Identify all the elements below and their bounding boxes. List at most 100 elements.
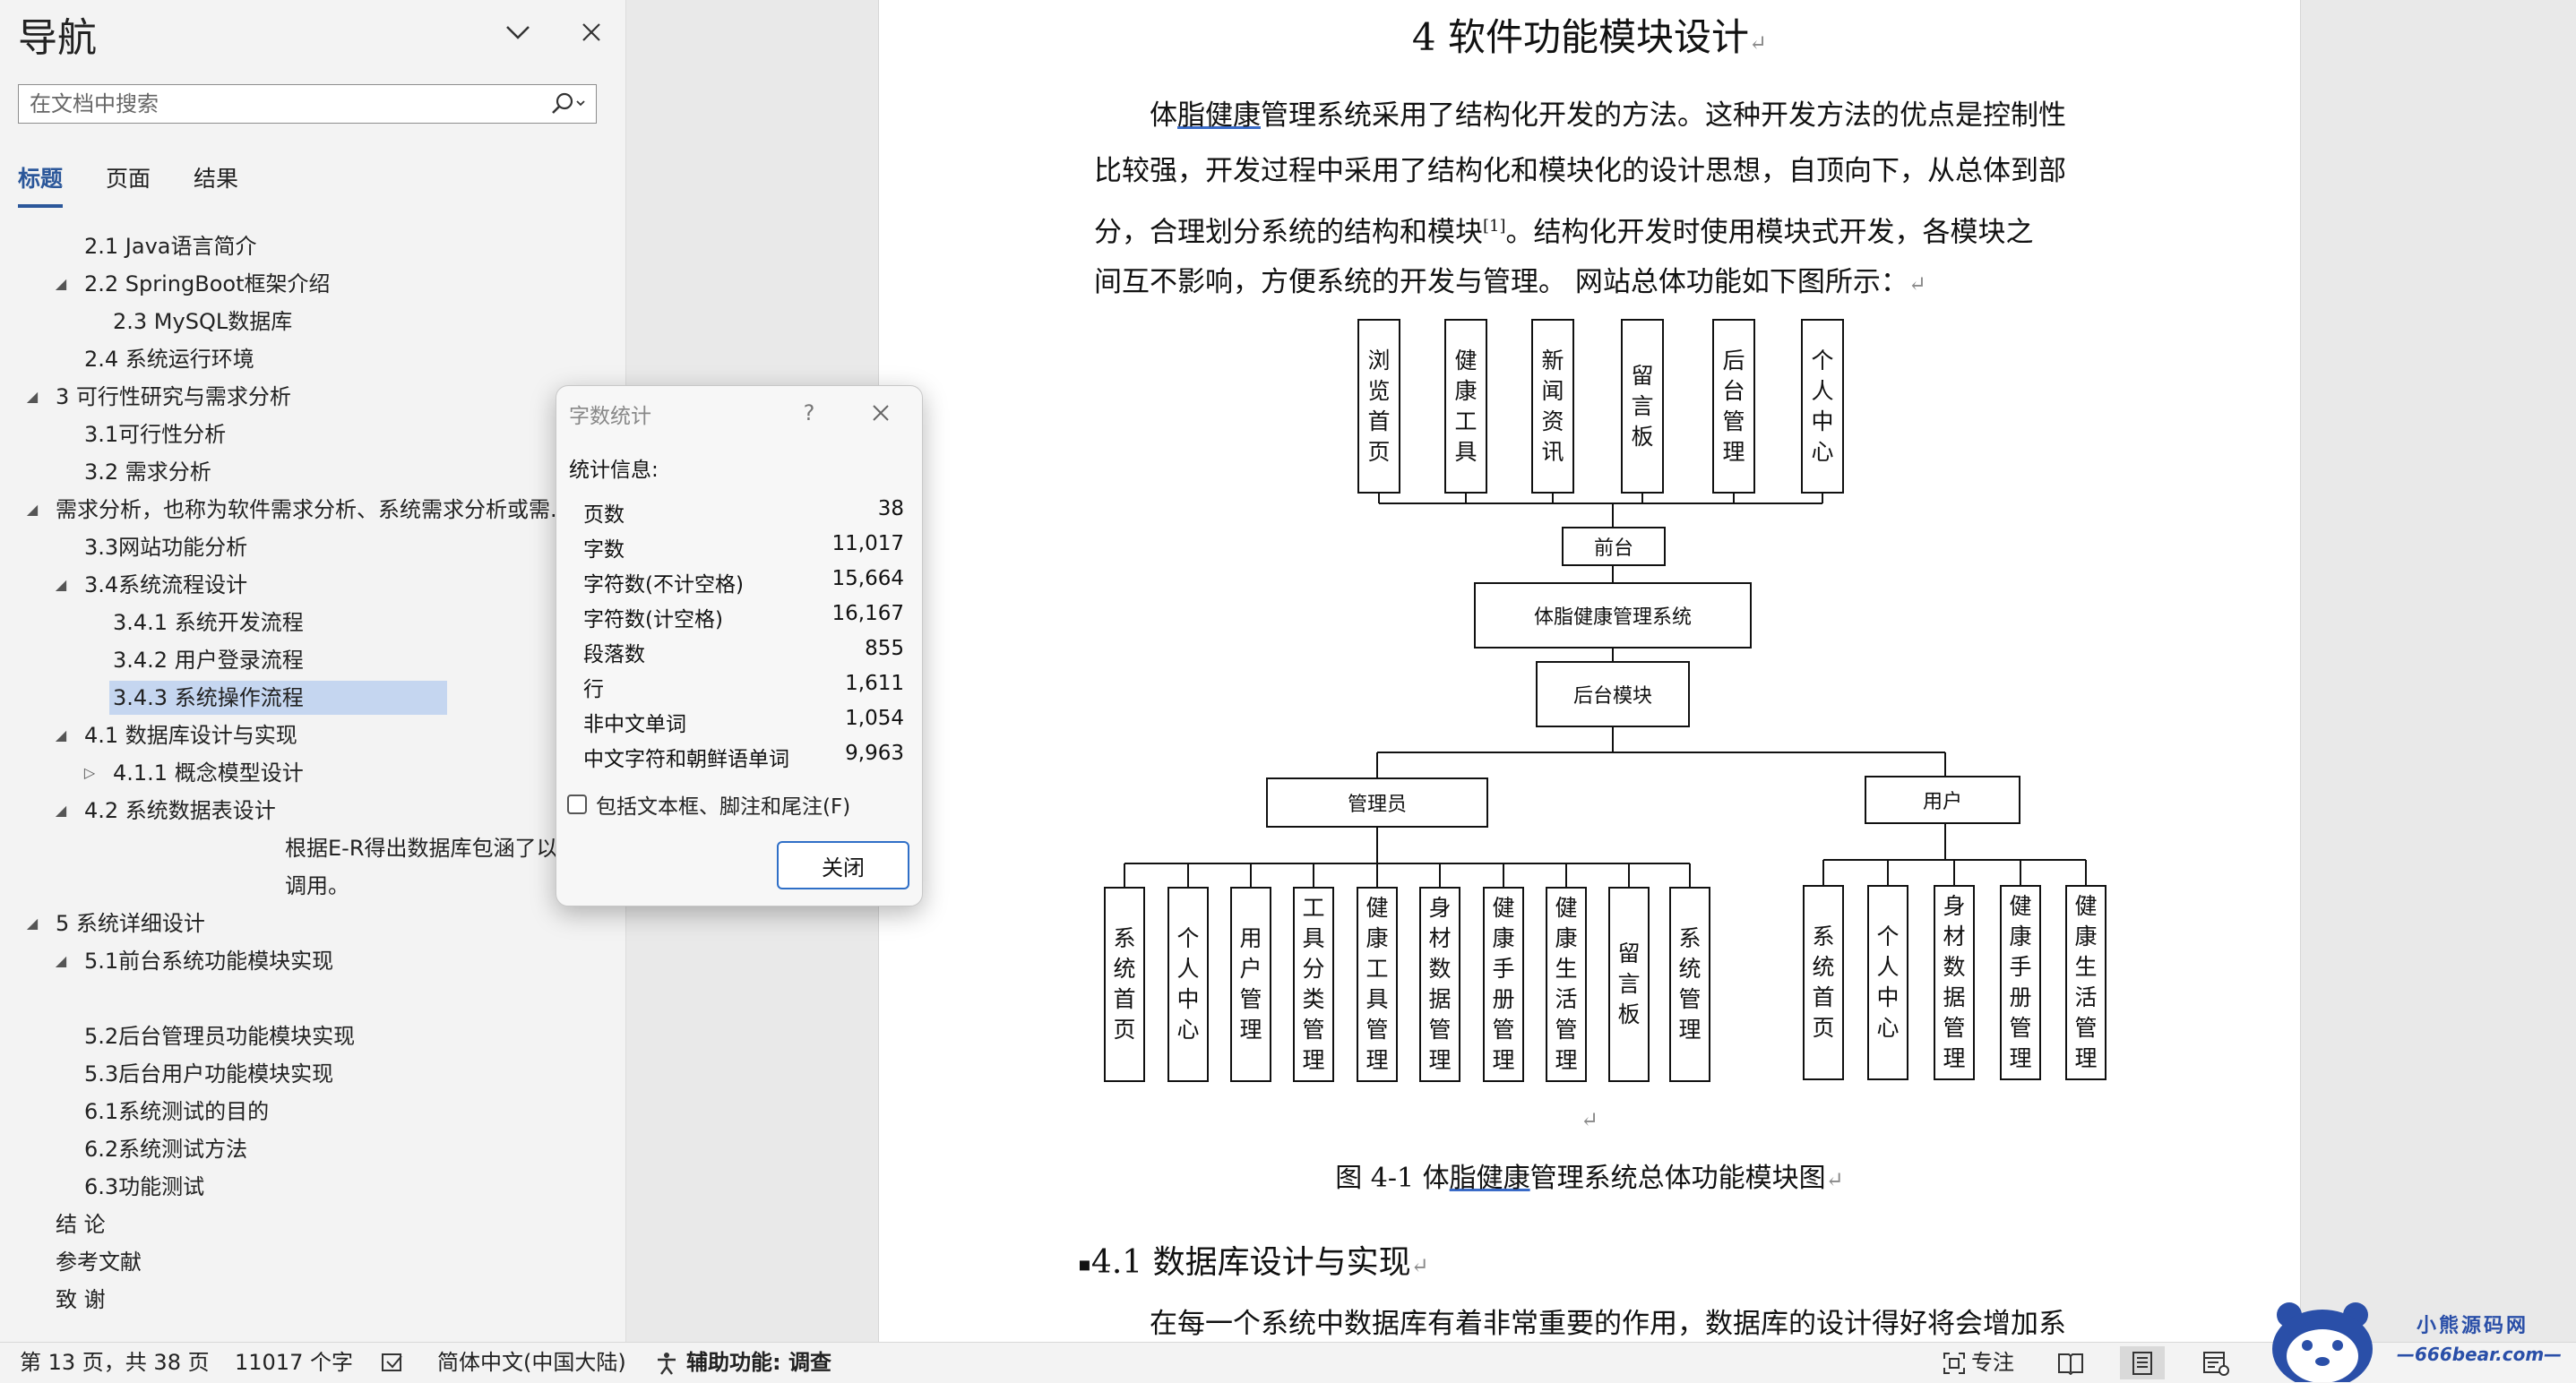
page-indicator[interactable]: 第 13 页，共 38 页: [20, 1350, 210, 1375]
proofing-check-icon: [382, 1353, 402, 1371]
collapse-arrow-icon[interactable]: ◢: [26, 501, 39, 518]
intro-paragraph: 体脂健康管理系统采用了结构化开发的方法。这种开发方法的优点是控制性 比较强，开发…: [1094, 88, 2071, 310]
nav-heading-item[interactable]: 根据E-R得出数据库包涵了以...: [0, 831, 625, 865]
stat-value: 855: [865, 637, 904, 660]
collapse-arrow-icon[interactable]: ◢: [55, 952, 67, 969]
section-bullet: ▪: [1078, 1253, 1091, 1276]
nav-close-button[interactable]: [572, 13, 611, 52]
nav-heading-item[interactable]: 2.1 Java语言简介: [0, 229, 625, 263]
nav-heading-item[interactable]: 5.3后台用户功能模块实现: [0, 1057, 625, 1091]
nav-heading-label: 4.2 系统数据表设计: [84, 798, 276, 823]
nav-heading-item[interactable]: 结 论: [0, 1207, 625, 1241]
accessibility-indicator[interactable]: 辅助功能: 调查: [654, 1343, 831, 1383]
tab-pages[interactable]: 页面: [106, 166, 151, 192]
language-indicator[interactable]: 简体中文(中国大陆): [437, 1350, 626, 1375]
collapse-arrow-icon[interactable]: ◢: [55, 802, 67, 819]
top-module-box: 浏览首页: [1357, 319, 1400, 494]
nav-heading-item[interactable]: 参考文献: [0, 1245, 625, 1279]
focus-mode-button[interactable]: 专注: [1943, 1343, 2014, 1383]
nav-heading-label: 5.3后台用户功能模块实现: [84, 1061, 334, 1087]
dialog-close-x-button[interactable]: [859, 395, 902, 431]
module-label: 浏览首页: [1367, 347, 1391, 465]
para-line: 比较强，开发过程中采用了结构化和模块化的设计思想，自顶向下，从总体到部: [1094, 143, 2071, 199]
search-icon: [552, 92, 585, 114]
section-title: ▪4.1 数据库设计与实现↵: [1078, 1236, 1429, 1283]
watermark-url: —666bear.com—: [2397, 1344, 2563, 1365]
nav-heading-item[interactable]: 3.4.2 用户登录流程: [0, 643, 625, 677]
watermark-title: 小熊源码网: [2417, 1314, 2529, 1337]
nav-heading-item[interactable]: 3.1可行性分析: [0, 417, 625, 451]
nav-heading-item[interactable]: 6.3功能测试: [0, 1170, 625, 1204]
search-input[interactable]: [19, 85, 533, 123]
nav-heading-item[interactable]: 3.4.1 系统开发流程: [0, 606, 625, 640]
module-label: 个人中心: [1176, 925, 1200, 1043]
nav-heading-label: 6.3功能测试: [84, 1174, 205, 1199]
search-options-button[interactable]: [540, 87, 590, 121]
nav-heading-label: 5.2后台管理员功能模块实现: [84, 1024, 356, 1049]
collapse-arrow-icon[interactable]: ◢: [55, 726, 67, 743]
nav-heading-item[interactable]: ▷4.1.1 概念模型设计: [0, 756, 625, 790]
nav-heading-item[interactable]: [0, 982, 625, 1016]
nav-options-button[interactable]: [498, 13, 538, 52]
system-box: 体脂健康管理系统: [1474, 582, 1752, 649]
expand-arrow-icon[interactable]: ▷: [83, 764, 96, 781]
help-button[interactable]: ?: [803, 400, 815, 425]
tab-headings[interactable]: 标题: [18, 161, 64, 208]
search-box[interactable]: [18, 84, 597, 124]
proofing-icon[interactable]: [380, 1343, 405, 1383]
collapse-arrow-icon[interactable]: ◢: [26, 388, 39, 405]
nav-heading-item[interactable]: ◢ 4.2 系统数据表设计: [0, 794, 625, 828]
paragraph-mark: ↵: [1580, 1107, 1599, 1132]
nav-heading-label: 3.4.1 系统开发流程: [113, 610, 304, 635]
nav-heading-label: 3.1可行性分析: [84, 422, 227, 447]
close-button[interactable]: 关闭: [777, 841, 909, 889]
nav-heading-item[interactable]: ◢2.2 SpringBoot框架介绍: [0, 267, 625, 301]
collapse-arrow-icon[interactable]: ◢: [55, 576, 67, 593]
nav-heading-item[interactable]: 2.4 系统运行环境: [0, 342, 625, 376]
top-module-box: 后台管理: [1712, 319, 1755, 494]
paragraph-mark: ↵: [1825, 1167, 1844, 1192]
stat-label: 字符数(不计空格): [583, 573, 744, 597]
nav-heading-item[interactable]: 2.3 MySQL数据库: [0, 305, 625, 339]
user-module-box: 健康手册管理: [2000, 885, 2041, 1080]
nav-heading-label: 3.3网站功能分析: [84, 535, 248, 560]
admin-module-box: 用户管理: [1230, 887, 1271, 1082]
nav-heading-item[interactable]: 5.2后台管理员功能模块实现: [0, 1019, 625, 1053]
nav-heading-item[interactable]: 3.4.3 系统操作流程: [0, 681, 625, 715]
include-textboxes-checkbox[interactable]: 包括文本框、脚注和尾注(F): [567, 789, 850, 820]
nav-heading-item[interactable]: 调用。: [0, 869, 625, 903]
nav-heading-item[interactable]: ◢5.1前台系统功能模块实现: [0, 944, 625, 978]
print-layout-button[interactable]: [2120, 1346, 2165, 1379]
collapse-arrow-icon[interactable]: ◢: [26, 915, 39, 932]
nav-heading-item[interactable]: 3.2 需求分析: [0, 455, 625, 489]
nav-heading-item[interactable]: ◢3.4系统流程设计: [0, 568, 625, 602]
nav-heading-label: 3.2 需求分析: [84, 460, 211, 485]
collapse-arrow-icon[interactable]: ◢: [55, 275, 67, 292]
word-count-indicator[interactable]: 11017 个字: [235, 1350, 353, 1375]
nav-heading-item[interactable]: 6.1系统测试的目的: [0, 1095, 625, 1129]
section-title-text: 4.1 数据库设计与实现: [1090, 1244, 1411, 1281]
nav-heading-item[interactable]: 3.3网站功能分析: [0, 530, 625, 564]
focus-label: 专注: [1971, 1350, 2014, 1375]
document-page[interactable]: 4 软件功能模块设计↵ 体脂健康管理系统采用了结构化开发的方法。这种开发方法的优…: [878, 0, 2301, 1342]
nav-heading-item[interactable]: 致 谢: [0, 1283, 625, 1317]
web-layout-button[interactable]: [2193, 1346, 2238, 1379]
nav-heading-item[interactable]: ◢5 系统详细设计: [0, 906, 625, 941]
nav-heading-item[interactable]: 6.2系统测试方法: [0, 1132, 625, 1166]
admin-module-box: 工具分类管理: [1293, 887, 1334, 1082]
nav-heading-item[interactable]: ◢3 可行性研究与需求分析: [0, 380, 625, 414]
checkbox-box[interactable]: [567, 795, 587, 814]
read-mode-button[interactable]: [2048, 1346, 2093, 1379]
user-module-box: 身材数据管理: [1934, 885, 1975, 1080]
stat-label: 行: [583, 678, 604, 701]
tab-results[interactable]: 结果: [194, 166, 239, 192]
nav-heading-item[interactable]: ◢需求分析，也称为软件需求分析、系统需求分析或需...: [0, 493, 625, 527]
module-label: 用户管理: [1239, 925, 1262, 1043]
chapter-title: 4 软件功能模块设计↵: [879, 7, 2300, 62]
nav-heading-item[interactable]: ◢4.1 数据库设计与实现: [0, 718, 625, 752]
admin-box: 管理员: [1266, 777, 1488, 828]
